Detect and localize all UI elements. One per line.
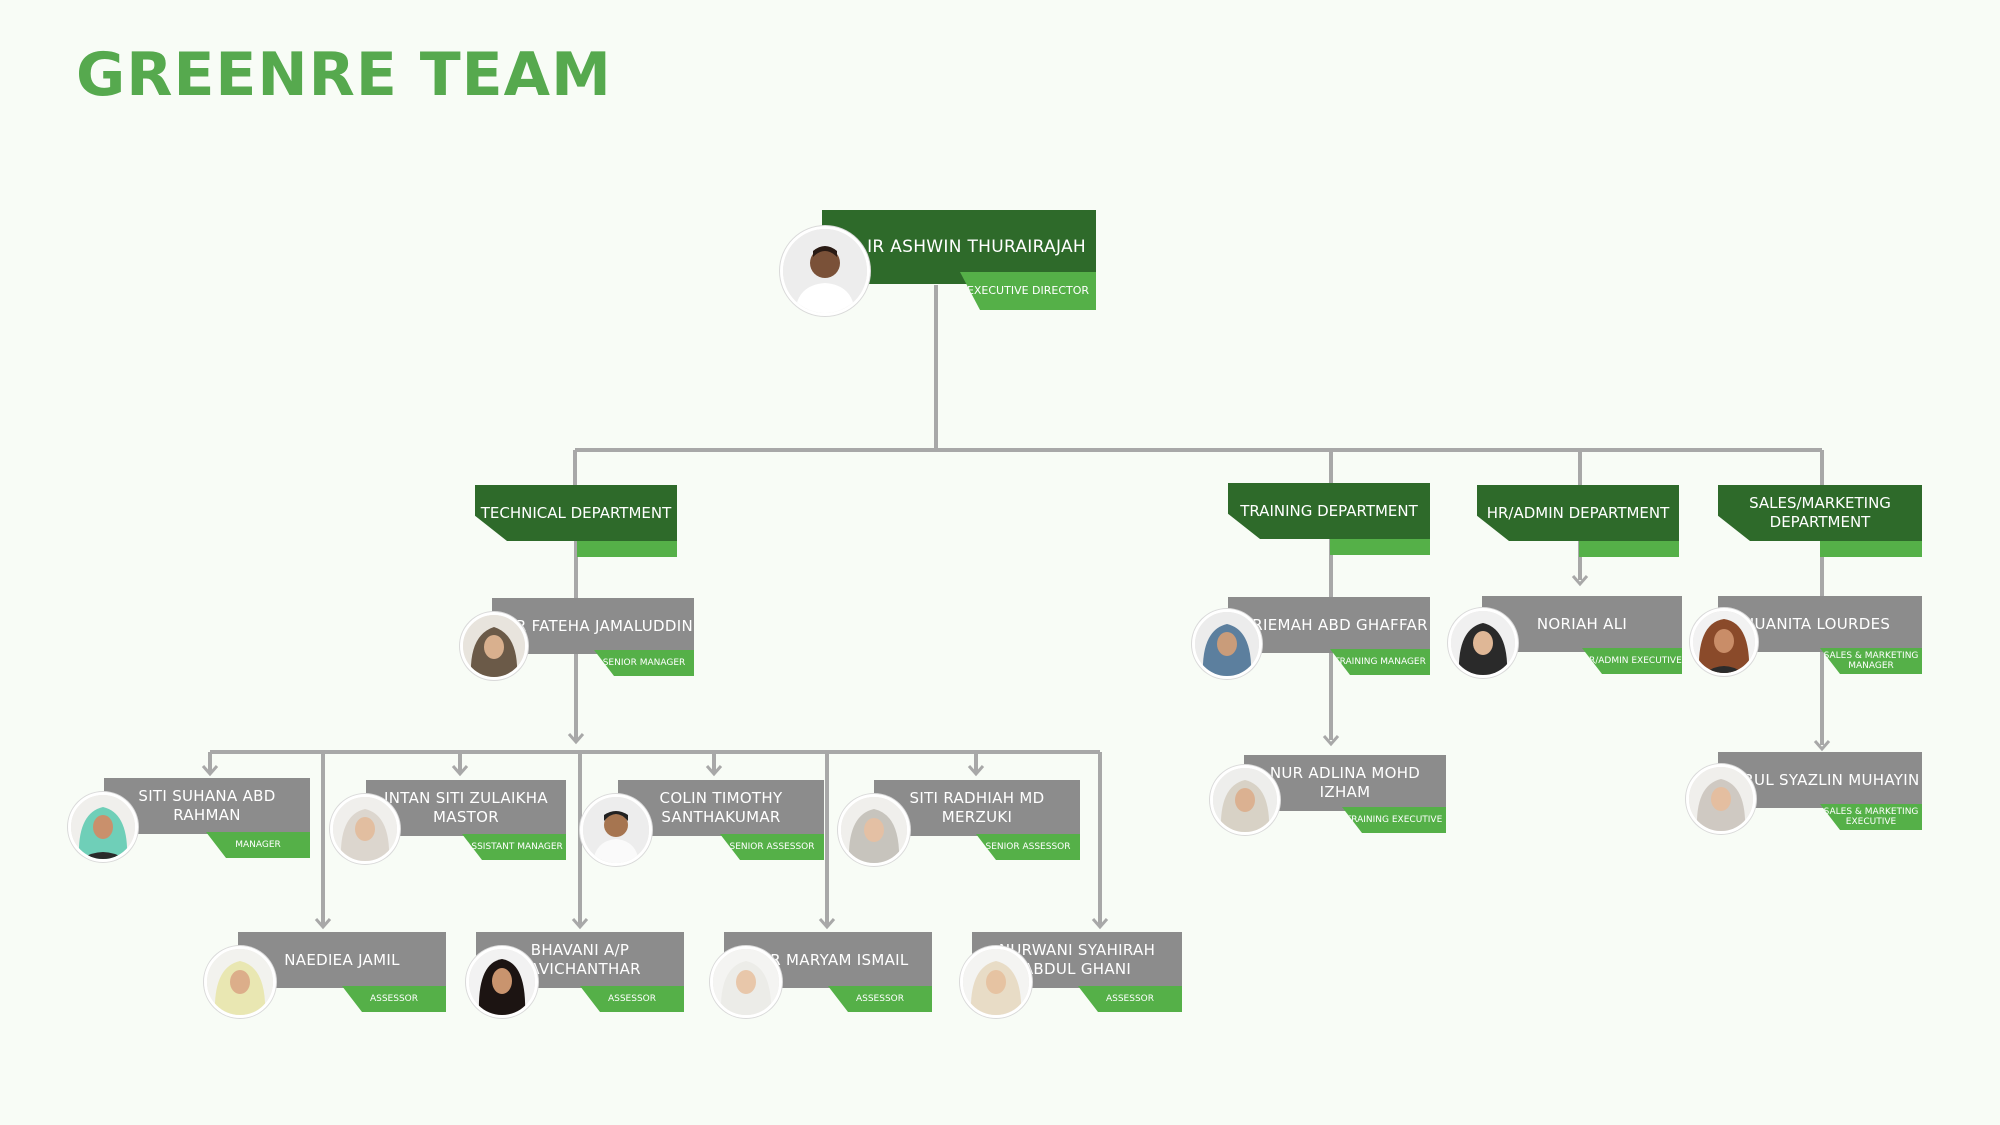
person-card-bhavani[interactable]: BHAVANI A/P RAVICHANTHAR ASSESSOR — [466, 932, 684, 1018]
avatar — [466, 946, 538, 1018]
person-name: NAEDIEA JAMIL — [238, 932, 446, 988]
person-role: SALES & MARKETING MANAGER — [1820, 648, 1922, 674]
dept-training[interactable]: TRAINING DEPARTMENT — [1228, 483, 1430, 555]
person-card-noriah[interactable]: NORIAH ALI HR/ADMIN EXECUTIVE — [1448, 596, 1682, 678]
person-card-syazlin[interactable]: NURUL SYAZLIN MUHAYIN SALES & MARKETING … — [1686, 752, 1922, 834]
person-role: SENIOR MANAGER — [594, 650, 694, 676]
dept-technical-label: TECHNICAL DEPARTMENT — [475, 485, 677, 541]
person-card-radhiah[interactable]: SITI RADHIAH MD MERZUKI SENIOR ASSESSOR — [838, 780, 1080, 866]
person-name: NUR ADLINA MOHD IZHAM — [1244, 755, 1446, 811]
person-card-juanita[interactable]: JUANITA LOURDES SALES & MARKETING MANAGE… — [1690, 596, 1922, 676]
person-name: SITI SUHANA ABD RAHMAN — [104, 778, 310, 834]
director-card[interactable]: IR ASHWIN THURAIRAJAH EXECUTIVE DIRECTOR — [780, 210, 1096, 316]
person-role: HR/ADMIN EXECUTIVE — [1582, 648, 1682, 674]
avatar — [1448, 608, 1518, 678]
person-card-naediea[interactable]: NAEDIEA JAMIL ASSESSOR — [204, 932, 446, 1018]
avatar — [204, 946, 276, 1018]
avatar — [960, 946, 1032, 1018]
dept-training-label: TRAINING DEPARTMENT — [1228, 483, 1430, 539]
person-card-adlina[interactable]: NUR ADLINA MOHD IZHAM TRAINING EXECUTIVE — [1210, 755, 1446, 835]
person-role: SALES & MARKETING EXECUTIVE — [1820, 804, 1922, 830]
person-role: SENIOR ASSESSOR — [976, 834, 1080, 860]
avatar — [1690, 608, 1758, 676]
avatar — [1192, 609, 1262, 679]
avatar — [1210, 765, 1280, 835]
person-role: SENIOR ASSESSOR — [720, 834, 824, 860]
person-role: ASSESSOR — [580, 986, 684, 1012]
dept-sales-marketing-label: SALES/MARKETING DEPARTMENT — [1718, 485, 1922, 541]
person-role: MANAGER — [206, 832, 310, 858]
dept-technical[interactable]: TECHNICAL DEPARTMENT — [475, 485, 677, 557]
person-name: COLIN TIMOTHY SANTHAKUMAR — [618, 780, 824, 836]
person-card-suhana[interactable]: SITI SUHANA ABD RAHMAN MANAGER — [68, 778, 310, 862]
director-role: EXECUTIVE DIRECTOR — [960, 272, 1096, 310]
person-card-fateha[interactable]: NUR FATEHA JAMALUDDIN SENIOR MANAGER — [460, 598, 694, 680]
person-card-colin[interactable]: COLIN TIMOTHY SANTHAKUMAR SENIOR ASSESSO… — [580, 780, 824, 866]
person-role: TRAINING MANAGER — [1330, 649, 1430, 675]
avatar — [68, 792, 138, 862]
person-role: ASSESSOR — [342, 986, 446, 1012]
page-title: GREENRE TEAM — [76, 40, 612, 110]
avatar — [1686, 764, 1756, 834]
person-name: NARIEMAH ABD GHAFFAR — [1228, 597, 1430, 653]
person-name: SITI RADHIAH MD MERZUKI — [874, 780, 1080, 836]
director-avatar — [780, 226, 870, 316]
person-card-intan[interactable]: INTAN SITI ZULAIKHA MASTOR ASSISTANT MAN… — [330, 780, 566, 864]
dept-sales-marketing[interactable]: SALES/MARKETING DEPARTMENT — [1718, 485, 1922, 557]
dept-hr-admin-label: HR/ADMIN DEPARTMENT — [1477, 485, 1679, 541]
person-role: ASSISTANT MANAGER — [462, 834, 566, 860]
avatar — [330, 794, 400, 864]
avatar — [710, 946, 782, 1018]
avatar — [838, 794, 910, 866]
dept-hr-admin[interactable]: HR/ADMIN DEPARTMENT — [1477, 485, 1679, 557]
person-role: ASSESSOR — [828, 986, 932, 1012]
person-card-nurwani[interactable]: NURWANI SYAHIRAH ABDUL GHANI ASSESSOR — [960, 932, 1182, 1018]
avatar — [580, 794, 652, 866]
person-card-nariemah[interactable]: NARIEMAH ABD GHAFFAR TRAINING MANAGER — [1192, 597, 1430, 679]
person-card-maryam[interactable]: NUR MARYAM ISMAIL ASSESSOR — [710, 932, 932, 1018]
avatar — [460, 612, 528, 680]
person-role: TRAINING EXECUTIVE — [1342, 807, 1446, 833]
person-role: ASSESSOR — [1078, 986, 1182, 1012]
